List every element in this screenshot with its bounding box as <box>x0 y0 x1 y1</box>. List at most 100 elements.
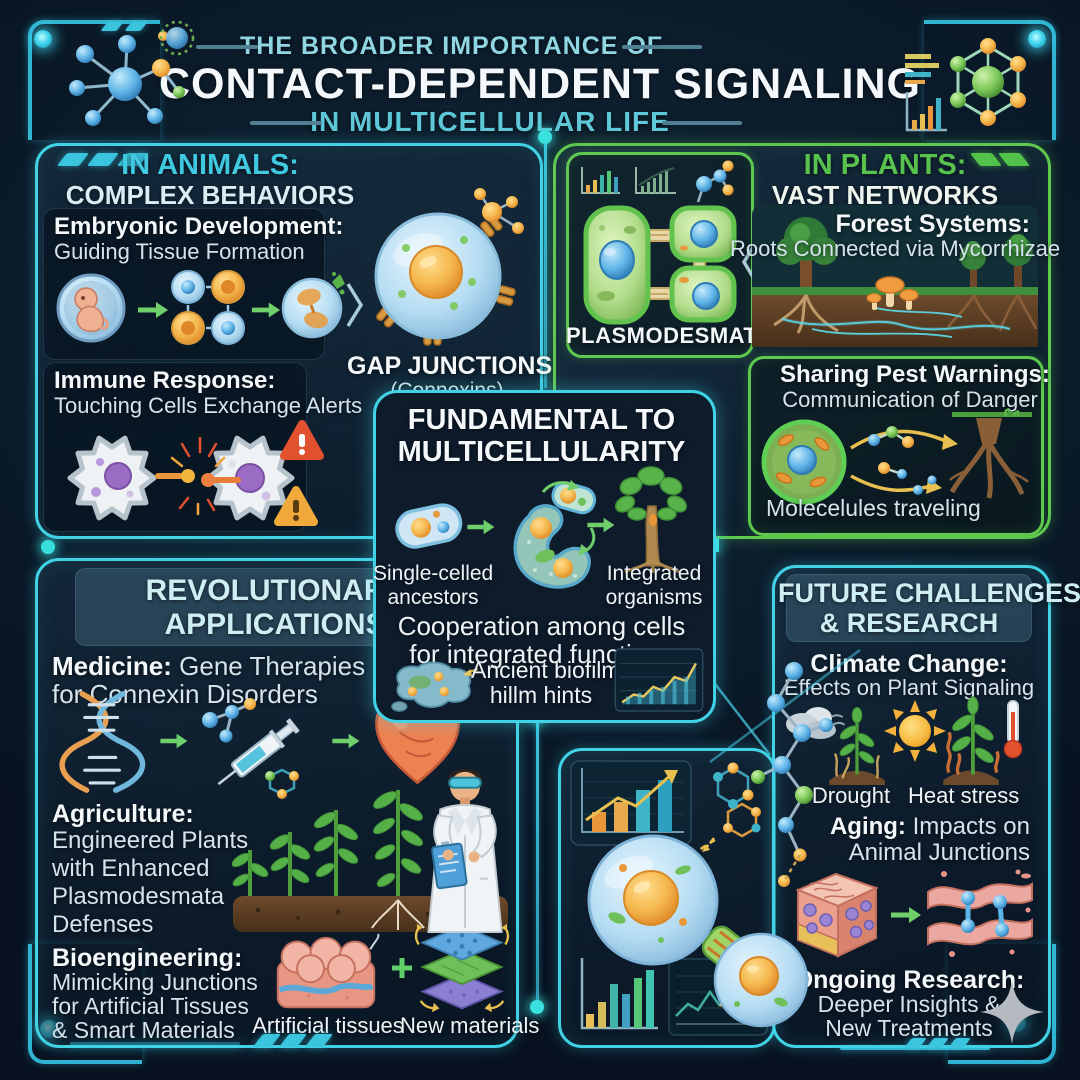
arrow-icon <box>467 519 495 535</box>
arrow-icon <box>138 302 168 318</box>
bio-line3: & Smart Materials <box>52 1017 235 1043</box>
chevron-right-icon <box>346 283 364 327</box>
trend-chart-icon <box>635 167 676 194</box>
dividing-cell-icon <box>281 272 345 339</box>
single-label: Single-celled <box>373 562 494 585</box>
heat-plant-icon <box>943 696 1000 786</box>
subtitle-dash-right <box>662 121 742 125</box>
header-title: CONTACT-DEPENDENT SIGNALING <box>159 60 921 108</box>
tissue-block-icon <box>276 933 380 1009</box>
tissue-cube-icon <box>795 872 879 958</box>
pest-sub: Communication of Danger <box>782 387 1038 412</box>
hex-molecule-icon <box>702 762 761 852</box>
dna-icon <box>59 691 146 793</box>
bar-chart-icon <box>580 958 658 1030</box>
multicell-icon <box>513 480 597 589</box>
connector-node <box>41 540 55 554</box>
sparkle-icon <box>980 980 1044 1044</box>
future-title-band <box>786 574 1032 642</box>
pest-heading: Sharing Pest Warnings: <box>780 361 1050 388</box>
hex-network-icon <box>950 38 1026 126</box>
single-cell-icon <box>395 503 463 549</box>
stick-molecule-icon <box>751 662 833 887</box>
arrow-icon <box>587 517 615 533</box>
bar-chart-icon <box>581 167 620 194</box>
agriculture-heading: Agriculture: <box>52 800 194 828</box>
kicker-dash-right <box>622 45 702 49</box>
animals-subtitle: COMPLEX BEHAVIORS <box>65 180 355 210</box>
bio-line2: for Artificial Tissues <box>52 993 249 1019</box>
forest-icon <box>752 205 1038 347</box>
aging-bold: Aging: <box>829 813 906 840</box>
corner-bracket-bottom-left <box>28 944 142 1064</box>
applications-title2: APPLICATIONS <box>164 608 386 641</box>
integrated-label: Integrated <box>606 562 702 585</box>
corner-bracket-top-left <box>28 20 160 140</box>
thermometer-icon <box>1003 700 1023 759</box>
material-layers-icon <box>414 923 510 1013</box>
immune-sub: Touching Cells Exchange Alerts <box>54 393 363 418</box>
tissues-label: Artificial tissues <box>252 1013 404 1038</box>
list-chart-icon <box>905 54 939 84</box>
immune-heading: Immune Response: <box>54 367 276 394</box>
biofilm-icon <box>391 661 479 712</box>
cell-grid-icon <box>171 270 245 345</box>
corner-glow-top-right <box>1028 30 1046 48</box>
drought-plant-icon <box>829 707 885 786</box>
header-kicker: THE BROADER IMPORTANCE OF <box>240 32 664 60</box>
aging-line1: Aging: Impacts on <box>798 813 1030 841</box>
corner-bracket-top-right <box>924 20 1056 140</box>
heat-label: Heat stress <box>908 783 1020 808</box>
kicker-dash-left <box>196 45 258 49</box>
pest-signal-icon <box>761 408 1032 505</box>
animals-title: IN ANIMALS: <box>121 149 299 181</box>
plants-title: IN PLANTS: <box>803 149 967 181</box>
fundamental-title2: MULTICELLULARITY <box>397 436 686 468</box>
plus-icon <box>392 958 412 978</box>
scientist-icon <box>427 769 503 934</box>
arrow-icon <box>160 733 188 749</box>
research-line2: Deeper Insights & <box>817 991 1001 1017</box>
connector-node <box>538 130 552 144</box>
panel-future <box>772 565 1051 1048</box>
syringe-icon <box>202 698 300 799</box>
connector-line <box>544 140 547 388</box>
arrow-icon <box>251 302 280 318</box>
molecule-icon <box>69 20 195 126</box>
single-label2: ancestors <box>387 586 479 609</box>
future-title2: & RESEARCH <box>819 608 999 638</box>
medicine-line1: Medicine: Gene Therapies <box>52 651 366 681</box>
climate-sub: Effects on Plant Signaling <box>783 675 1035 700</box>
medicine-bold: Medicine: <box>52 651 172 681</box>
coop-line1: Cooperation among cells <box>397 611 686 641</box>
drought-label: Drought <box>811 783 891 808</box>
embryo-icon <box>56 273 126 343</box>
connector-line <box>536 716 539 1008</box>
corner-glow-top-left <box>34 30 52 48</box>
biofilm-line2: hillm hints <box>489 682 593 708</box>
agriculture-line4: Defenses <box>52 911 154 938</box>
materials-label: New materials <box>400 1013 540 1038</box>
bar-chart-arrow-icon <box>570 760 692 846</box>
tree-icon <box>614 466 688 574</box>
plasmodesmata-label: PLASMODESMATA <box>566 323 773 348</box>
research-heading: Ongoing Research: <box>793 966 1025 994</box>
future-title: FUTURE CHALLENGES <box>778 578 1080 608</box>
embryonic-heading: Embryonic Development: <box>54 213 344 240</box>
agriculture-line3: Plasmodesmata <box>52 883 225 910</box>
arrow-icon <box>891 907 921 923</box>
biofilm-line1: Ancient biofilm <box>471 657 621 683</box>
sun-icon <box>884 700 946 762</box>
fundamental-title: FUNDAMENTAL TO <box>407 404 676 436</box>
plants-subtitle: VAST NETWORKS <box>771 180 999 210</box>
agriculture-line1: Engineered Plants <box>52 827 249 854</box>
aging-line2: Animal Junctions <box>848 839 1030 866</box>
molecule-icon <box>696 160 734 203</box>
connector-node <box>530 1000 544 1014</box>
applications-title: REVOLUTIONARY <box>145 574 405 607</box>
corner-bracket-bottom-right <box>948 944 1056 1064</box>
arrow-icon <box>332 733 360 749</box>
growth-chart-icon <box>614 648 704 712</box>
forest-heading: Forest Systems: <box>835 210 1030 238</box>
medicine-rest: Gene Therapies <box>171 651 366 681</box>
